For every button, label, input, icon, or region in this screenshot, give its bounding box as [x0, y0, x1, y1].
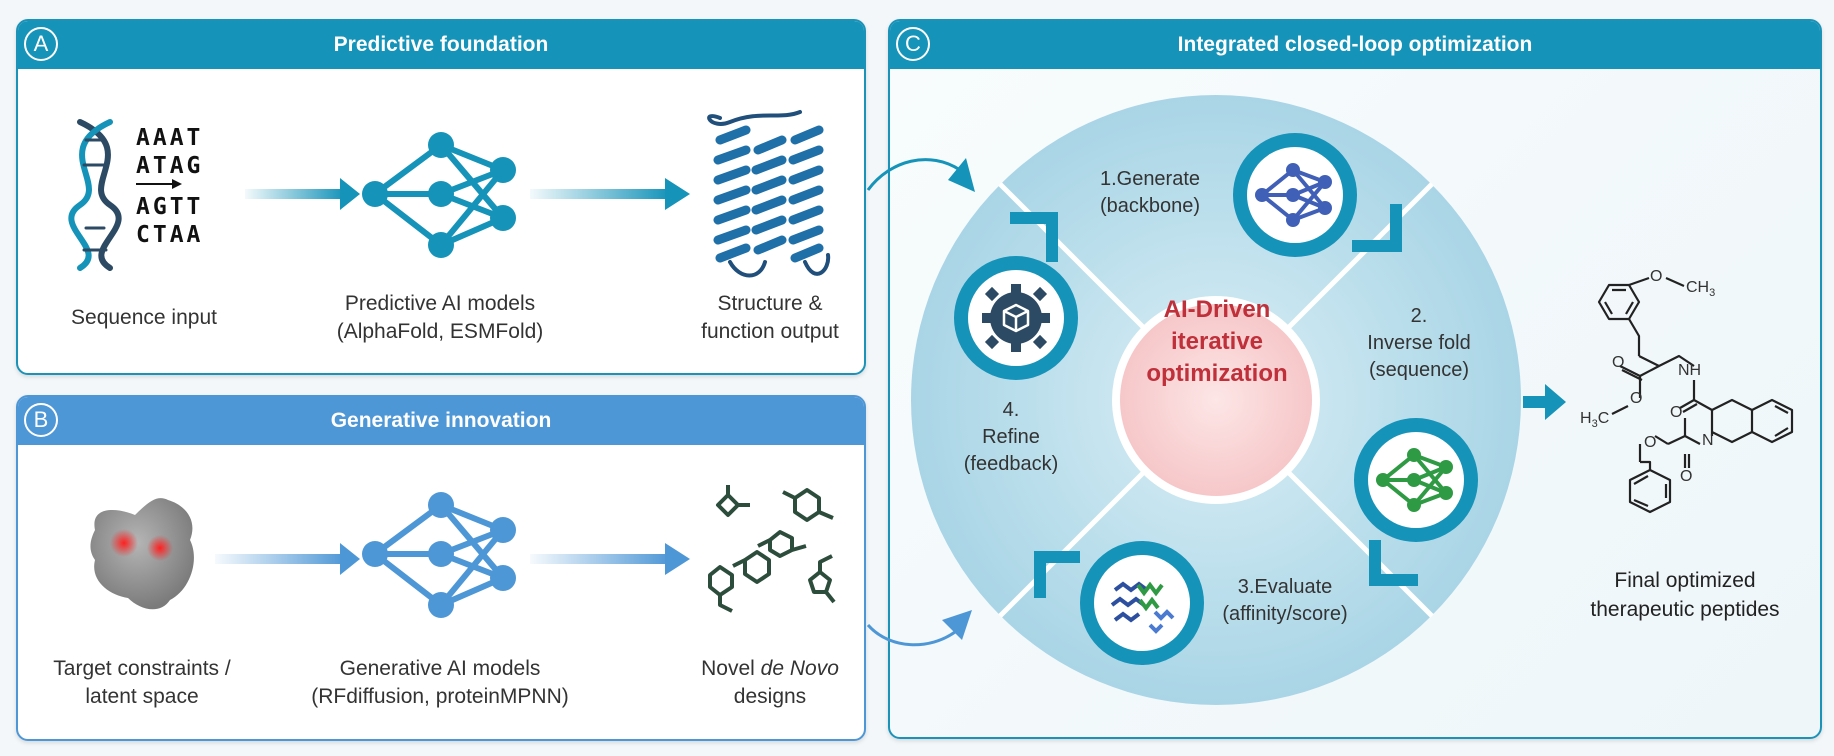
center-label-line1: AI-Driven — [1163, 296, 1271, 323]
final-caption-line1: Final optimized — [1614, 569, 1756, 592]
caption-target-line1: Target constraints / — [53, 657, 231, 680]
step-2-line2: Inverse fold — [1367, 332, 1471, 354]
panel-a-header: A Predictive foundation — [18, 21, 864, 69]
caption-predictive-models: Predictive AI models (AlphaFold, ESMFold… — [300, 290, 580, 346]
sequence-line-2: ATAG — [136, 153, 204, 179]
step-2-label: 2. Inverse fold (sequence) — [1344, 303, 1494, 384]
step-1-line2: (backbone) — [1099, 195, 1201, 217]
caption-structure-output-line1: Structure & — [717, 292, 823, 315]
arrow-b-2 — [530, 543, 690, 575]
caption-generative-models-line1: Generative AI models — [339, 657, 541, 680]
step-3-line2: (affinity/score) — [1222, 603, 1348, 625]
center-label-line3: optimization — [1146, 360, 1288, 387]
step-1-label: 1.Generate (backbone) — [1080, 166, 1220, 220]
atom-label-o-ester2: O — [1630, 390, 1643, 407]
caption-structure-output: Structure & function output — [670, 290, 870, 346]
panel-a-badge: A — [24, 27, 58, 61]
panel-c-badge: C — [896, 27, 930, 61]
atom-label-o-ester1: O — [1612, 354, 1625, 371]
novel-molecules-icon — [708, 485, 836, 613]
caption-novel-line2: designs — [733, 685, 807, 708]
caption-generative-models-line2: (RFdiffusion, proteinMPNN) — [311, 685, 569, 708]
atom-label-o-carb2: O — [1680, 468, 1693, 485]
final-arrow — [1523, 384, 1566, 420]
panel-b-title: Generative innovation — [330, 409, 552, 432]
dna-helix-icon — [68, 119, 122, 271]
arrow-a-2 — [530, 178, 690, 210]
panel-c-header: C Integrated closed-loop optimization — [890, 21, 1820, 69]
connector-arrow-bottom — [866, 610, 972, 647]
caption-novel-designs: Novel de Novo designs — [670, 655, 870, 711]
step-4-label: 4. Refine (feedback) — [946, 397, 1076, 478]
caption-sequence-input: Sequence input — [44, 304, 244, 332]
center-label-line2: iterative — [1170, 328, 1264, 355]
caption-novel-prefix: Novel — [701, 657, 761, 680]
caption-predictive-models-line1: Predictive AI models — [344, 292, 536, 315]
generate-backbone-icon — [1233, 133, 1357, 257]
atom-label-h3c-sub: 3 — [1591, 418, 1598, 431]
center-label: AI-Driven iterative optimization — [1112, 294, 1322, 390]
final-caption-line2: therapeutic peptides — [1590, 598, 1780, 621]
sequence-line-1: AAAT — [136, 125, 204, 151]
final-caption: Final optimized therapeutic peptides — [1560, 566, 1810, 624]
atom-label-o-methoxy: O — [1650, 268, 1663, 285]
caption-generative-models: Generative AI models (RFdiffusion, prote… — [282, 655, 598, 711]
step-3-line1: 3.Evaluate — [1237, 576, 1333, 598]
center-disc — [1120, 304, 1312, 496]
step-3-label: 3.Evaluate (affinity/score) — [1200, 574, 1370, 628]
atom-label-o-amide: O — [1670, 404, 1683, 421]
refine-gear-icon — [954, 256, 1078, 380]
step-2-line3: (sequence) — [1368, 359, 1470, 381]
atom-label-ch3-top: CH3 — [1686, 279, 1715, 299]
caption-structure-output-line2: function output — [701, 320, 839, 343]
step-4-line3: (feedback) — [963, 453, 1059, 475]
arrow-b-1 — [215, 543, 360, 575]
atom-label-ch3-top-sub: 3 — [1709, 287, 1716, 300]
caption-predictive-models-line2: (AlphaFold, ESMFold) — [336, 320, 544, 343]
atom-label-nh: NH — [1678, 362, 1702, 379]
panel-b-header: B Generative innovation — [18, 397, 864, 445]
caption-sequence-input-text: Sequence input — [71, 306, 217, 329]
caption-target-constraints: Target constraints / latent space — [22, 655, 262, 711]
step-4-line2: Refine — [982, 426, 1040, 448]
panel-a-title: Predictive foundation — [333, 33, 549, 56]
caption-target-line2: latent space — [85, 685, 199, 708]
atom-label-o-carb1: O — [1644, 434, 1657, 451]
panel-b-badge: B — [24, 403, 58, 437]
step-4-line1: 4. — [1002, 399, 1020, 421]
panel-c-title: Integrated closed-loop optimization — [1177, 33, 1533, 56]
neural-network-icon — [362, 132, 516, 258]
sequence-line-3: AGTT — [136, 194, 204, 220]
neural-network-icon-generative — [362, 492, 516, 618]
loop-bracket-arrows — [1010, 204, 1418, 598]
arrow-a-1 — [245, 178, 360, 210]
caption-novel-line1: Novel de Novo — [670, 655, 870, 683]
atom-label-h3c-h: H — [1580, 410, 1592, 427]
target-protein-blob-icon — [90, 498, 194, 610]
transcription-arrow-icon — [136, 179, 182, 189]
evaluate-complex-icon — [1080, 541, 1204, 665]
atom-label-n-ring: N — [1702, 432, 1714, 449]
atom-label-h3c: H3C — [1580, 410, 1609, 430]
atom-label-h3c-c: C — [1597, 410, 1610, 427]
atom-label-ch3-top-c: CH — [1686, 279, 1710, 296]
caption-novel-italic: de Novo — [760, 657, 839, 680]
step-1-line1: 1.Generate — [1099, 168, 1201, 190]
sequence-line-4: CTAA — [136, 222, 204, 248]
inverse-fold-icon — [1354, 418, 1478, 542]
connector-arrow-top — [866, 158, 975, 192]
step-2-line1: 2. — [1410, 305, 1428, 327]
protein-structure-icon — [707, 110, 831, 278]
peptide-molecule-icon — [1597, 276, 1794, 514]
